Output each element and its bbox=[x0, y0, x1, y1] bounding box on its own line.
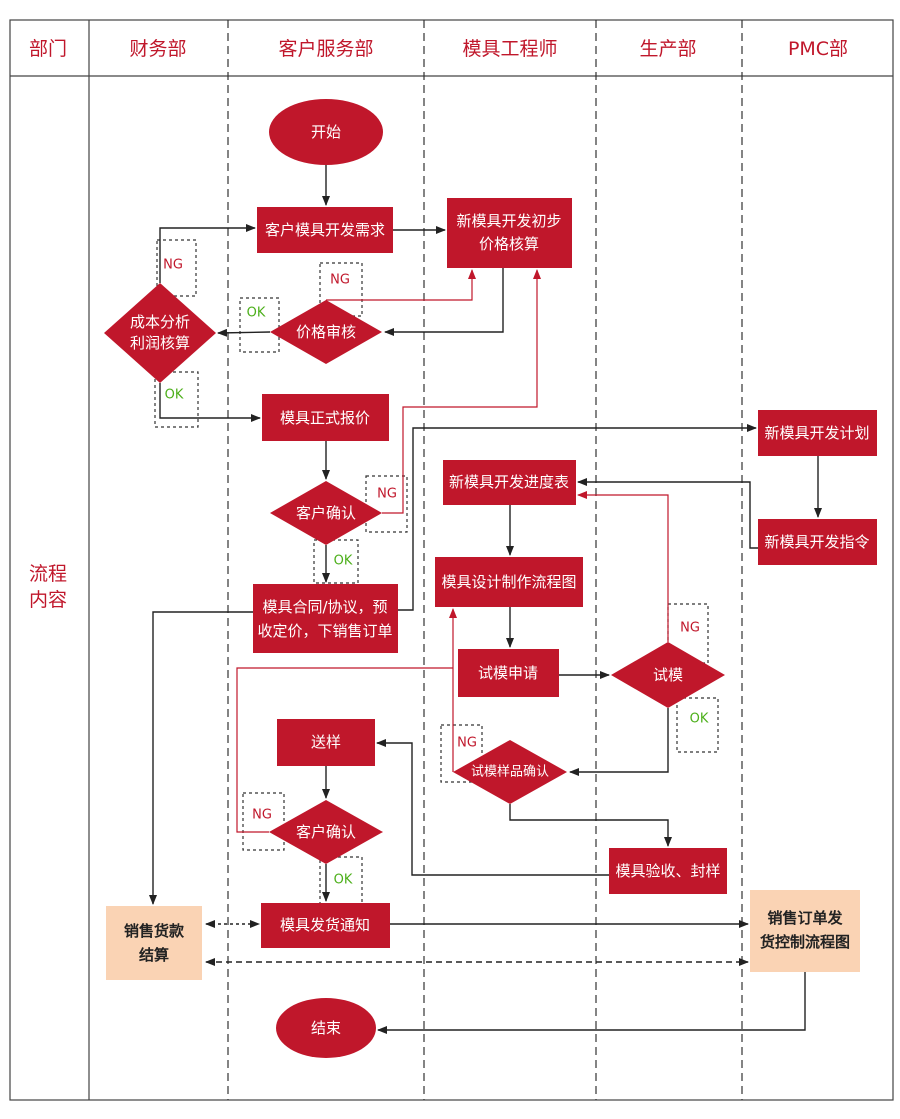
node-ship-notice: 模具发货通知 bbox=[261, 903, 390, 948]
ng-label-box: NG bbox=[242, 792, 285, 851]
svg-text:OK: OK bbox=[247, 306, 266, 321]
svg-text:试模样品确认: 试模样品确认 bbox=[471, 765, 549, 780]
node-trial: 试模 bbox=[611, 642, 725, 708]
svg-text:模具合同/协议，预: 模具合同/协议，预 bbox=[262, 598, 387, 616]
svg-text:模具正式报价: 模具正式报价 bbox=[280, 409, 370, 427]
svg-text:新模具开发初步: 新模具开发初步 bbox=[456, 212, 561, 230]
svg-text:价格审核: 价格审核 bbox=[296, 323, 356, 341]
node-quote: 模具正式报价 bbox=[262, 394, 389, 441]
ok-label-box: OK bbox=[676, 697, 719, 753]
svg-text:销售货款: 销售货款 bbox=[124, 922, 185, 940]
table-frame bbox=[9, 19, 894, 1101]
node-demand: 客户模具开发需求 bbox=[257, 207, 393, 253]
ng-label-box: NG bbox=[365, 475, 408, 533]
node-send-sample: 送样 bbox=[277, 719, 375, 766]
node-end: 结束 bbox=[276, 998, 376, 1058]
svg-text:NG: NG bbox=[330, 273, 350, 288]
connectors bbox=[149, 165, 822, 1034]
node-start: 开始 bbox=[269, 99, 383, 165]
svg-text:试模: 试模 bbox=[653, 666, 683, 684]
svg-text:NG: NG bbox=[457, 736, 477, 751]
svg-text:结算: 结算 bbox=[139, 946, 169, 964]
node-confirm2: 客户确认 bbox=[269, 800, 383, 864]
svg-text:模具设计制作流程图: 模具设计制作流程图 bbox=[441, 573, 576, 591]
svg-text:新模具开发指令: 新模具开发指令 bbox=[764, 533, 869, 551]
svg-text:利润核算: 利润核算 bbox=[130, 334, 190, 352]
svg-text:试模申请: 试模申请 bbox=[478, 664, 538, 682]
node-plan: 新模具开发计划 bbox=[758, 410, 877, 456]
node-schedule: 新模具开发进度表 bbox=[443, 460, 576, 505]
node-price-review: 价格审核 bbox=[270, 300, 382, 364]
row-label: 流程 bbox=[29, 563, 67, 585]
header-dept: 部门 bbox=[29, 38, 67, 60]
svg-text:新模具开发进度表: 新模具开发进度表 bbox=[449, 473, 569, 491]
svg-text:客户模具开发需求: 客户模具开发需求 bbox=[265, 221, 385, 239]
header-production: 生产部 bbox=[639, 38, 696, 60]
ng-label-box: NG bbox=[156, 239, 197, 297]
header-mold-engineer: 模具工程师 bbox=[462, 38, 557, 60]
node-trial-apply: 试模申请 bbox=[458, 649, 559, 697]
header-pmc: PMC部 bbox=[788, 38, 848, 60]
svg-text:OK: OK bbox=[334, 554, 353, 569]
svg-text:模具发货通知: 模具发货通知 bbox=[280, 916, 370, 934]
svg-text:OK: OK bbox=[690, 712, 709, 727]
ng-label-box: NG bbox=[440, 724, 483, 783]
svg-text:NG: NG bbox=[252, 808, 272, 823]
svg-text:模具验收、封样: 模具验收、封样 bbox=[615, 862, 720, 880]
header-finance: 财务部 bbox=[129, 38, 186, 60]
svg-text:收定价，下销售订单: 收定价，下销售订单 bbox=[257, 622, 392, 640]
svg-text:新模具开发计划: 新模具开发计划 bbox=[764, 424, 869, 442]
node-confirm1: 客户确认 bbox=[270, 481, 382, 545]
svg-text:货控制流程图: 货控制流程图 bbox=[760, 933, 850, 951]
ok-label-box: OK bbox=[154, 371, 199, 428]
svg-text:送样: 送样 bbox=[311, 733, 341, 751]
ok-label-box: OK bbox=[239, 297, 280, 353]
node-order: 新模具开发指令 bbox=[758, 519, 877, 565]
svg-text:NG: NG bbox=[163, 258, 183, 273]
svg-text:客户确认: 客户确认 bbox=[296, 823, 356, 841]
svg-text:OK: OK bbox=[334, 873, 353, 888]
svg-text:开始: 开始 bbox=[311, 123, 341, 141]
node-sample-confirm: 试模样品确认 bbox=[453, 740, 567, 804]
svg-text:成本分析: 成本分析 bbox=[130, 313, 190, 331]
svg-text:NG: NG bbox=[377, 487, 397, 502]
svg-text:结束: 结束 bbox=[311, 1019, 341, 1037]
row-label: 内容 bbox=[29, 589, 67, 611]
svg-text:价格核算: 价格核算 bbox=[479, 235, 539, 253]
svg-text:销售订单发: 销售订单发 bbox=[767, 909, 843, 927]
header-customer-service: 客户服务部 bbox=[278, 38, 373, 60]
svg-text:NG: NG bbox=[680, 621, 700, 636]
ok-label-box: OK bbox=[313, 539, 359, 584]
node-accept: 模具验收、封样 bbox=[609, 848, 727, 894]
node-design: 模具设计制作流程图 bbox=[435, 557, 583, 607]
svg-text:客户确认: 客户确认 bbox=[296, 504, 356, 522]
svg-text:OK: OK bbox=[165, 388, 184, 403]
